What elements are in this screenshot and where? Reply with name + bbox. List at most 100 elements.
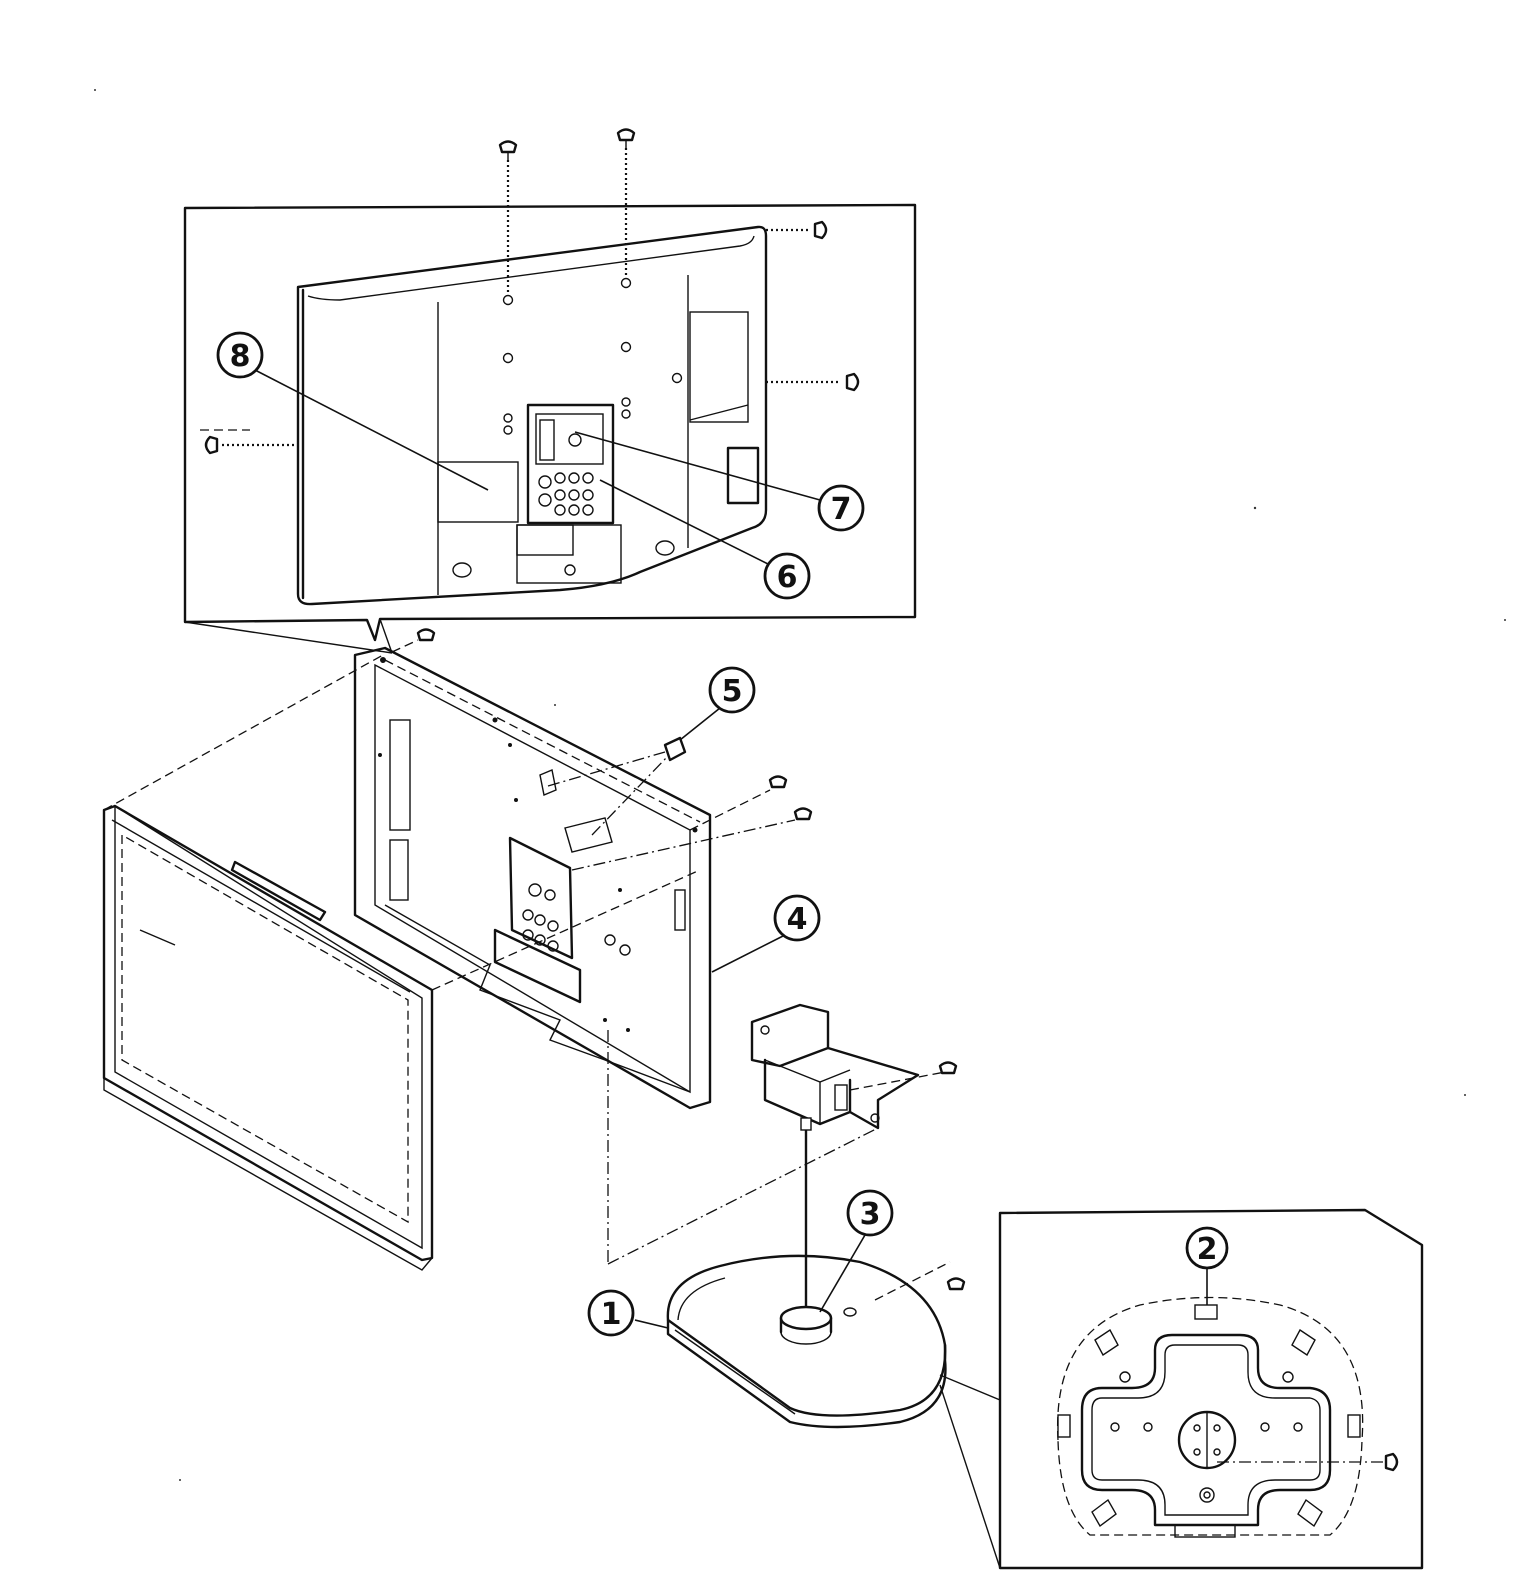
- screw-icon: [498, 140, 518, 295]
- callout-2-label: 2: [1197, 1232, 1218, 1267]
- inset-leader-left: [184, 621, 393, 654]
- screw-icon: [571, 807, 813, 871]
- scan-specks: [94, 89, 1506, 1481]
- rear-foot-right: [655, 540, 675, 556]
- base-underside-inset: [998, 1208, 1424, 1570]
- callout-leaders: [254, 369, 1208, 1329]
- stand-bracket: [607, 1003, 958, 1320]
- base-inset-leader-1: [939, 1374, 1001, 1401]
- bezel-align-line-1: [103, 654, 384, 811]
- callout-7-label: 7: [831, 492, 852, 527]
- bezel-inner-frame: [114, 804, 423, 1250]
- inset-frame: [183, 203, 917, 642]
- callout-5-label: 5: [722, 674, 743, 709]
- underside-cross-recess: [1080, 1333, 1332, 1527]
- callout-6-label: 6: [777, 560, 798, 595]
- base-edge-line: [674, 1329, 796, 1415]
- callout-3: 3: [846, 1189, 894, 1237]
- callout-5: 5: [708, 666, 756, 714]
- bezel-outline: [102, 804, 434, 1262]
- rear-cabinet: [296, 225, 768, 606]
- callout-2: 2: [1185, 1226, 1229, 1270]
- base-top: [666, 1254, 947, 1417]
- bracket-slot: [834, 1084, 848, 1111]
- bracket-flange: [826, 1046, 920, 1130]
- underside-boss-hole-1: [1193, 1424, 1201, 1432]
- callout-7: 7: [817, 484, 865, 532]
- screw-icon: [766, 372, 860, 392]
- rear-cover-terminal-board: [508, 836, 574, 960]
- front-bezel: [102, 654, 701, 1271]
- rear-cover-bottom-profile: [384, 904, 691, 1093]
- rear-stand-hole: [564, 564, 576, 576]
- screw-icon: [938, 1061, 958, 1075]
- rear-label-area: [437, 461, 519, 523]
- leader-3: [819, 1234, 866, 1313]
- bracket-screw-line: [849, 1071, 946, 1091]
- rear-cover-side-tab: [674, 889, 686, 931]
- rear-mounting-holes: [502, 277, 683, 435]
- screw-icon: [766, 220, 828, 240]
- screw-icon: [391, 628, 436, 653]
- rear-cover-bracket: [564, 817, 613, 853]
- base-post-top: [779, 1305, 833, 1331]
- rear-cover-slot-lower: [389, 839, 409, 901]
- base-side: [666, 1318, 947, 1429]
- rear-terminal-jack: [539, 419, 555, 461]
- underside-outline: [1056, 1296, 1364, 1536]
- rear-cover-hole-2: [619, 944, 631, 956]
- screw-icon: [1384, 1452, 1399, 1472]
- bracket-body: [763, 1058, 852, 1126]
- clip-part: [547, 736, 687, 836]
- rear-top-rim: [307, 235, 755, 301]
- underside-boss-hole-2: [1213, 1424, 1221, 1432]
- stand-base: [666, 1254, 1001, 1569]
- callout-8: 8: [216, 331, 264, 379]
- underside-bottom-hole-center: [1203, 1491, 1211, 1499]
- bracket-top-plate: [750, 1003, 830, 1068]
- underside-bottom-hole: [1199, 1487, 1215, 1503]
- rear-cover-outline: [353, 646, 712, 1110]
- underside-boss-hole-3: [1193, 1448, 1201, 1456]
- rear-side-connector: [726, 446, 760, 505]
- rear-cover-clip: [539, 769, 557, 796]
- rear-cover-hole-1: [604, 934, 616, 946]
- bracket-hole-2: [870, 1113, 880, 1123]
- base-rim: [677, 1277, 726, 1321]
- leader-8: [254, 369, 489, 491]
- screw-icon: [200, 429, 298, 455]
- screw-icon: [946, 1277, 966, 1291]
- leader-7: [574, 431, 821, 501]
- underside-holes: [1110, 1371, 1303, 1432]
- callout-3-label: 3: [860, 1197, 881, 1232]
- underside-inset-frame: [998, 1208, 1424, 1570]
- screw-icon: [616, 128, 636, 278]
- rear-stand-neck-plate: [516, 524, 574, 556]
- rear-vent-panel: [689, 311, 749, 423]
- base-screw-line: [874, 1261, 951, 1301]
- bezel-align-line-2: [431, 869, 701, 991]
- callout-6: 6: [763, 552, 811, 600]
- underside-boss-hole-4: [1213, 1448, 1221, 1456]
- rear-terminal-jacks: [538, 472, 594, 516]
- rear-cover-slot-upper: [389, 719, 411, 831]
- bracket-fold: [764, 1059, 851, 1083]
- callout-4-label: 4: [787, 902, 808, 937]
- bracket-neck-cap: [800, 1117, 812, 1131]
- rear-cover-neck-box: [493, 928, 582, 1004]
- bezel-mark: [139, 929, 176, 946]
- screw-icon: [689, 775, 788, 831]
- rear-cover-dots: [378, 657, 698, 1032]
- callout-1: 1: [587, 1289, 635, 1337]
- rear-cover-terminal-jacks: [522, 883, 559, 952]
- underside-cross-inner: [1091, 1344, 1321, 1516]
- leader-6: [599, 479, 771, 566]
- leader-4: [711, 934, 786, 973]
- rear-terminal-panel: [526, 403, 615, 525]
- leader-1: [634, 1319, 669, 1329]
- rear-cover-exploded: [353, 628, 813, 1110]
- rear-view-inset: [183, 128, 917, 654]
- underside-feet: [1057, 1304, 1361, 1538]
- callout-4: 4: [773, 894, 821, 942]
